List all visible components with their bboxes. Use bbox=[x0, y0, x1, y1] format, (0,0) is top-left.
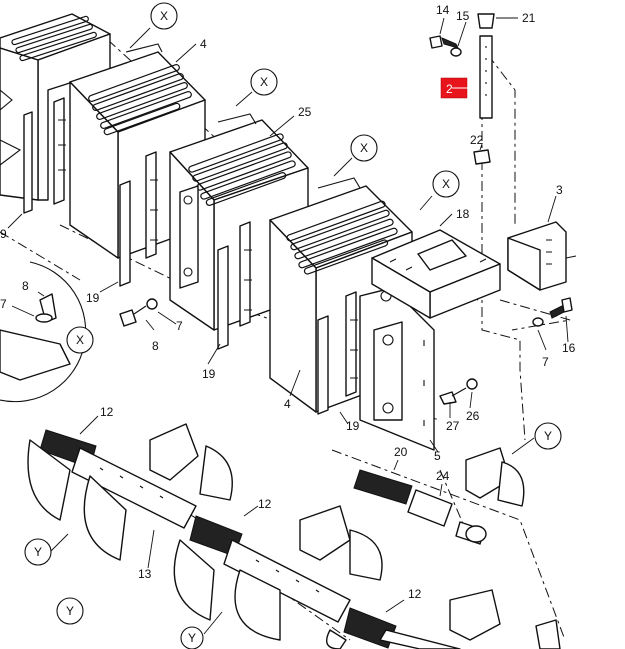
bolt-16-washer-7 bbox=[532, 297, 573, 327]
label-part-4: 4 bbox=[200, 37, 207, 51]
svg-text:X: X bbox=[260, 75, 268, 89]
bracket-3 bbox=[507, 221, 577, 291]
bolt-27-washer-26 bbox=[439, 378, 478, 405]
label-part-27: 27 bbox=[446, 419, 460, 433]
hinge-plate-5 bbox=[359, 287, 435, 451]
shaft-20-24 bbox=[353, 447, 525, 545]
label-part-13: 13 bbox=[138, 567, 152, 581]
label-part-19: 19 bbox=[202, 367, 216, 381]
label-part-12: 12 bbox=[408, 587, 422, 601]
tube-assembly-2 bbox=[429, 13, 495, 165]
callout-y-4[interactable]: Y bbox=[180, 626, 204, 649]
shaft-13-assembly bbox=[27, 423, 233, 561]
part-labels: 4 25 18 3 14 15 21 22 9 19 8 7 8 7 19 4 … bbox=[0, 3, 576, 601]
label-part-25: 25 bbox=[298, 105, 312, 119]
leader-lines bbox=[7, 17, 569, 635]
svg-text:Y: Y bbox=[66, 604, 74, 618]
svg-text:Y: Y bbox=[188, 631, 196, 645]
callout-y-1[interactable]: Y bbox=[534, 422, 562, 450]
label-part-14: 14 bbox=[436, 3, 450, 17]
label-part-7: 7 bbox=[0, 297, 7, 311]
label-part-18: 18 bbox=[456, 207, 470, 221]
bolt-8-washer-7 bbox=[119, 298, 158, 327]
callout-x-1[interactable]: X bbox=[150, 2, 178, 30]
svg-text:X: X bbox=[442, 177, 450, 191]
label-part-24: 24 bbox=[436, 469, 450, 483]
label-part-22: 22 bbox=[470, 133, 484, 147]
label-part-26: 26 bbox=[466, 409, 480, 423]
label-part-16: 16 bbox=[562, 341, 576, 355]
shield-18 bbox=[371, 229, 501, 319]
label-part-7: 7 bbox=[176, 319, 183, 333]
svg-text:Y: Y bbox=[544, 429, 552, 443]
svg-text:X: X bbox=[76, 333, 84, 347]
callout-x-3[interactable]: X bbox=[350, 134, 378, 162]
shaft-12-middle bbox=[173, 505, 383, 641]
callout-x-4[interactable]: X bbox=[432, 170, 460, 198]
label-part-3: 3 bbox=[556, 183, 563, 197]
mounting-plate-19d bbox=[317, 291, 358, 415]
svg-text:X: X bbox=[160, 9, 168, 23]
label-part-4: 4 bbox=[284, 397, 291, 411]
mounting-plate-19b bbox=[119, 151, 158, 287]
callout-x-2[interactable]: X bbox=[250, 68, 278, 96]
label-part-8: 8 bbox=[152, 339, 159, 353]
label-part-15: 15 bbox=[456, 9, 470, 23]
view-callouts: X X X X X Y Y Y bbox=[24, 2, 562, 649]
label-part-8: 8 bbox=[22, 279, 29, 293]
svg-text:Y: Y bbox=[34, 545, 42, 559]
label-part-19: 19 bbox=[346, 419, 360, 433]
label-part-21: 21 bbox=[522, 11, 536, 25]
label-part-5: 5 bbox=[434, 449, 441, 463]
label-part-7: 7 bbox=[542, 355, 549, 369]
label-part-12: 12 bbox=[258, 497, 272, 511]
label-part-12: 12 bbox=[100, 405, 114, 419]
mounting-plate-19c bbox=[217, 221, 252, 350]
svg-text:X: X bbox=[360, 141, 368, 155]
highlight-part-2[interactable]: 2 bbox=[440, 77, 476, 99]
shaft-12-lower bbox=[326, 589, 561, 649]
callout-y-2[interactable]: Y bbox=[24, 538, 52, 566]
label-part-9: 9 bbox=[0, 227, 7, 241]
callout-y-3[interactable]: Y bbox=[56, 597, 84, 625]
label-part-20: 20 bbox=[394, 445, 408, 459]
label-part-19: 19 bbox=[86, 291, 100, 305]
callout-x-5[interactable]: X bbox=[66, 326, 94, 354]
highlight-label: 2 bbox=[446, 82, 453, 96]
mounting-plate-19a bbox=[23, 97, 66, 214]
